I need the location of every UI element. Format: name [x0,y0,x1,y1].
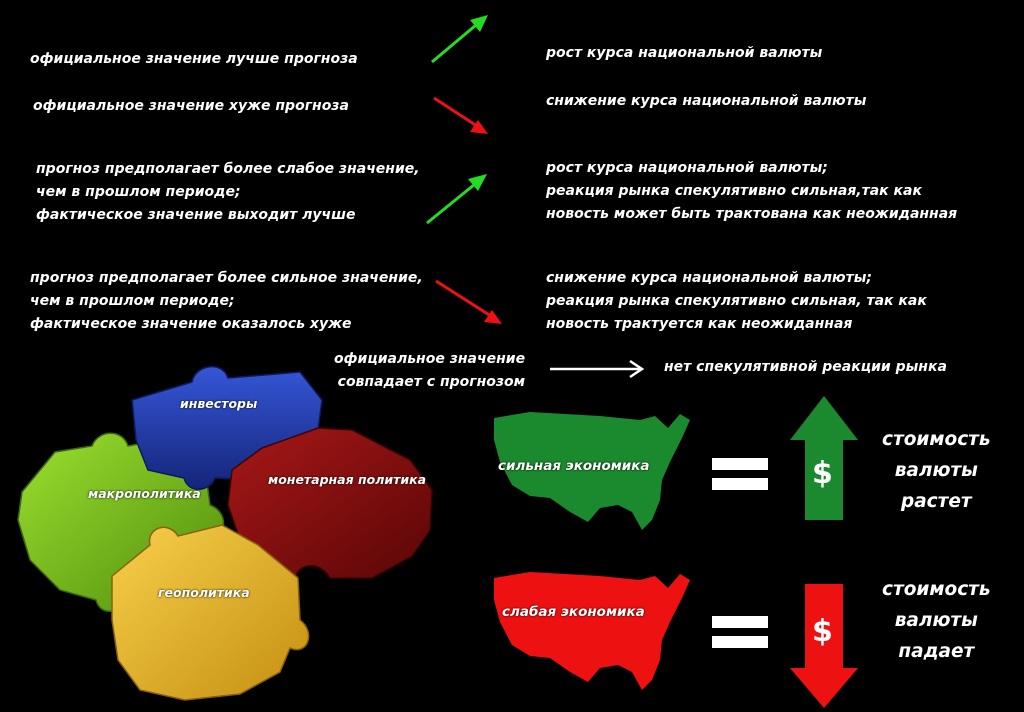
currency-down-arrow-icon [790,584,858,708]
equals-sign-bottom [712,478,768,490]
rule-1-condition: официальное значение лучше прогноза [30,51,358,67]
puzzle-icon [17,366,433,701]
arrow-up-icon [431,15,488,64]
rule-5-condition: официальное значение совпадает с прогноз… [334,351,526,390]
puzzle-label-macropolicy: макрополитика [88,486,201,501]
rule-4-condition: прогноз предполагает более сильное значе… [30,270,423,332]
dollar-icon: $ [812,456,833,491]
currency-up-arrow-icon [790,396,858,520]
puzzle-label-monetary-policy: монетарная политика [268,472,427,487]
equals-sign-bottom [712,636,768,648]
puzzle-label-geopolitics: геополитика [158,585,250,600]
rule-3-condition: прогноз предполагает более слабое значен… [36,161,420,223]
rule-1-result: рост курса национальной валюты [546,45,823,61]
rule-3-result: рост курса национальной валюты; реакция … [546,160,958,222]
arrow-down-icon [433,96,488,134]
puzzle-label-investors: инвесторы [180,396,258,411]
usa-map-strong-icon [494,412,690,530]
rule-4-result: снижение курса национальной валюты; реак… [546,270,927,332]
rule-5-result: нет спекулятивной реакции рынка [664,359,947,375]
rule-2-result: снижение курса национальной валюты [546,93,867,109]
rule-2-condition: официальное значение хуже прогноза [33,98,349,114]
arrow-down-icon [435,279,502,324]
equals-sign-top [712,458,768,470]
arrow-right-icon [550,359,645,379]
strong-economy-outcome: стоимость валюты растет [882,429,991,512]
usa-map-weak-icon [494,572,690,690]
arrow-up-icon [426,174,487,225]
strong-economy-label: сильная экономика [498,458,650,474]
weak-economy-outcome: стоимость валюты падает [882,579,991,662]
equals-sign-top [712,616,768,628]
weak-economy-label: слабая экономика [502,604,645,620]
dollar-icon: $ [812,614,833,649]
